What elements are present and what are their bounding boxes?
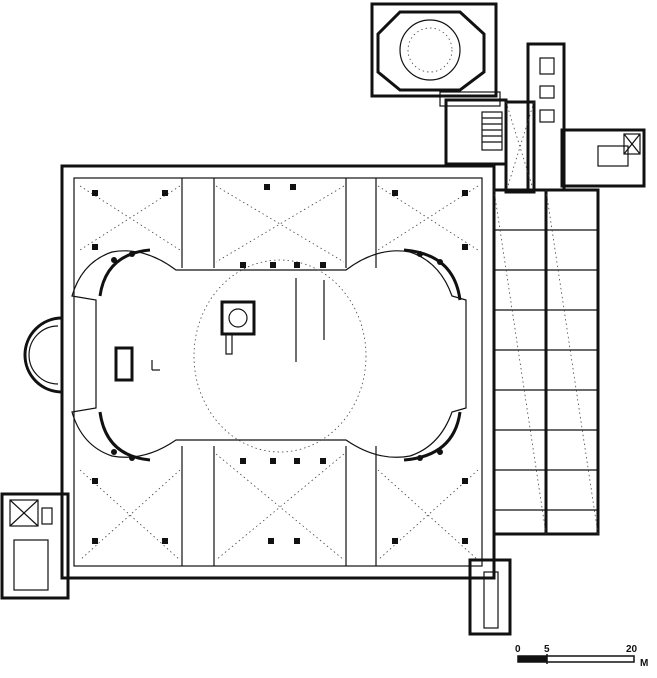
east-tower	[504, 42, 566, 194]
southeast-block	[468, 558, 512, 636]
scale-unit: M	[640, 658, 648, 669]
main-hall	[23, 164, 496, 580]
scale-label-5: 5	[544, 644, 550, 655]
north-annex	[370, 2, 501, 107]
southwest-annex	[0, 492, 70, 600]
east-annex	[560, 128, 646, 188]
east-portico	[492, 188, 600, 536]
scale-label-20: 20	[626, 644, 638, 655]
corridor-north	[444, 98, 508, 166]
scale-bar: 0 5 20 M	[515, 644, 648, 669]
scale-label-0: 0	[515, 644, 521, 655]
